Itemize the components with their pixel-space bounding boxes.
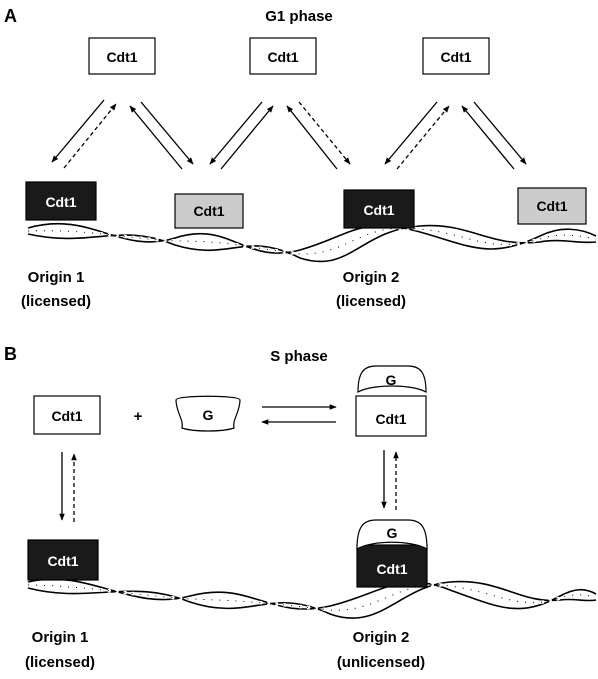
origin2-bound-cdt1-g1-label: Cdt1	[363, 202, 394, 218]
geminin-free-label: G	[203, 407, 214, 423]
complex-geminin-label: G	[386, 372, 397, 388]
g1-phase-title: G1 phase	[265, 8, 333, 25]
free-cdt1-2-label: Cdt1	[267, 49, 298, 65]
origin2-status-s: (unlicensed)	[337, 654, 425, 671]
plus-sign: +	[134, 408, 143, 425]
complex-cdt1-label: Cdt1	[375, 411, 406, 427]
free-cdt1-1-label: Cdt1	[106, 49, 137, 65]
gray-cdt1-site-b: Cdt1	[517, 187, 587, 225]
free-cdt1-1: Cdt1	[88, 37, 156, 75]
origin1-bound-cdt1-s: Cdt1	[27, 539, 99, 581]
origin1-name-g1: Origin 1	[28, 269, 85, 286]
free-cdt1-3-label: Cdt1	[440, 49, 471, 65]
free-cdt1-2: Cdt1	[249, 37, 317, 75]
dna-strand-s	[27, 578, 597, 619]
origin2-geminin-label: G	[387, 525, 398, 541]
origin1-bound-cdt1-s-label: Cdt1	[47, 553, 78, 569]
panel-b: B S phase Cdt1 + G G Cdt1	[4, 344, 597, 671]
origin1-status-g1: (licensed)	[21, 293, 91, 310]
gray-cdt1-site-b-label: Cdt1	[536, 198, 567, 214]
s-phase-title: S phase	[270, 348, 328, 365]
s-phase-vertical-arrows	[59, 450, 399, 522]
origin1-bound-cdt1-g1-label: Cdt1	[45, 194, 76, 210]
origin2-name-g1: Origin 2	[343, 269, 400, 286]
dna-strand-g1	[27, 222, 597, 263]
origin2-bound-cdt1-geminin: G Cdt1	[356, 519, 428, 588]
origin1-name-s: Origin 1	[32, 629, 89, 646]
geminin-cdt1-complex: G Cdt1	[355, 365, 427, 437]
free-cdt1-s: Cdt1	[33, 395, 101, 435]
gray-cdt1-site-a: Cdt1	[174, 193, 244, 229]
free-cdt1-3: Cdt1	[422, 37, 490, 75]
panel-a: A G1 phase Cdt1 Cdt1 Cdt1	[4, 6, 597, 310]
panel-a-letter: A	[4, 6, 17, 26]
origin2-status-g1: (licensed)	[336, 293, 406, 310]
g1-arrows	[51, 99, 527, 170]
origin1-status-s: (licensed)	[25, 654, 95, 671]
origin2-bound-cdt1-g1: Cdt1	[343, 189, 415, 229]
geminin-free: G	[175, 395, 241, 432]
origin2-cdt1-label: Cdt1	[376, 561, 407, 577]
panel-b-letter: B	[4, 344, 17, 364]
origin2-name-s: Origin 2	[353, 629, 410, 646]
gray-cdt1-site-a-label: Cdt1	[193, 203, 224, 219]
binding-equilibrium-arrows	[261, 404, 337, 425]
origin1-bound-cdt1-g1: Cdt1	[25, 181, 97, 221]
free-cdt1-s-label: Cdt1	[51, 408, 82, 424]
